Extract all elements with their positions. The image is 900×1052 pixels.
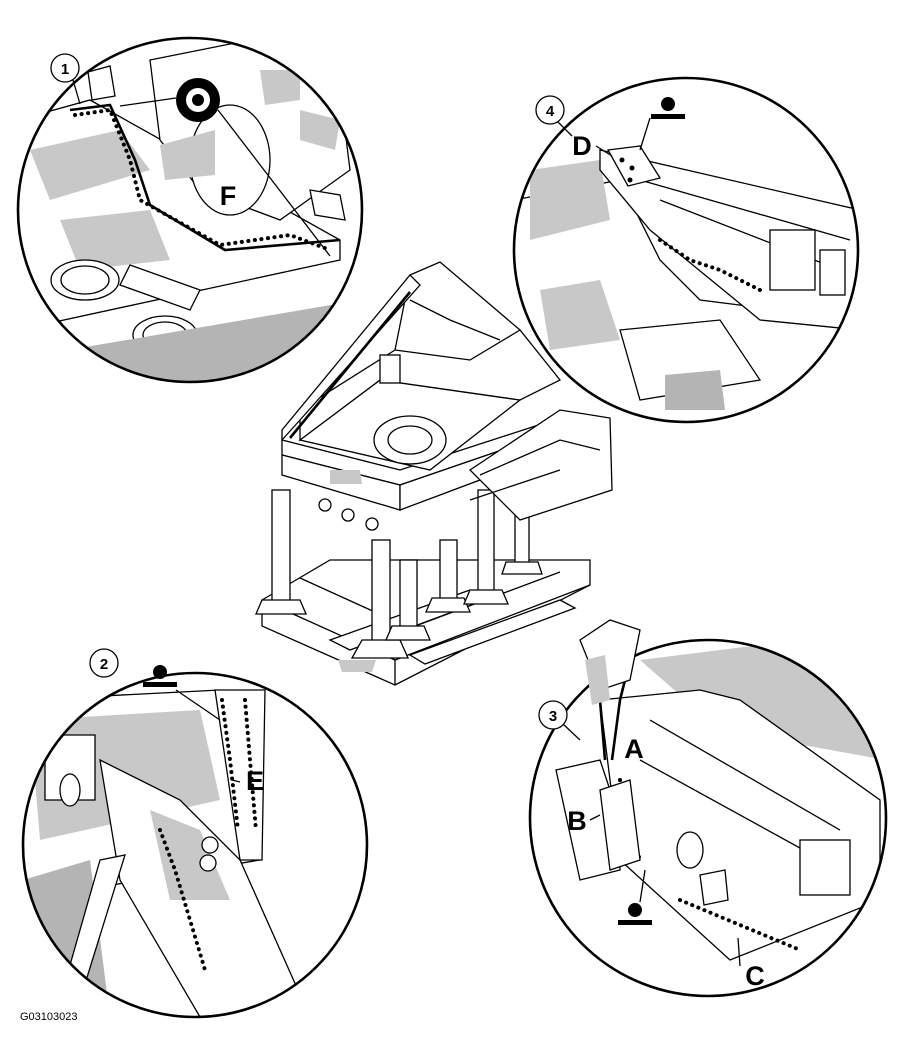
detail-4: 4 D — [512, 76, 860, 424]
detail-2: 2 E — [21, 648, 369, 1019]
detail-1: 1 F — [16, 36, 364, 384]
welding-clamp-icon — [579, 619, 641, 761]
spot-weld-symbol-icon — [618, 903, 652, 925]
detail-3: 3 A B C — [528, 619, 888, 998]
letter-B: B — [567, 806, 587, 836]
support-stands — [255, 489, 543, 672]
figure-id: G03103023 — [20, 1011, 78, 1023]
detail-2-number: 2 — [100, 656, 108, 673]
central-vehicle-assembly — [255, 261, 613, 686]
spot-weld-symbol-icon — [651, 97, 685, 119]
detail-1-number: 1 — [61, 61, 69, 78]
spot-weld-drill-icon — [176, 78, 220, 122]
letter-E: E — [246, 766, 264, 796]
spot-weld-symbol-icon — [143, 665, 177, 687]
letter-F: F — [220, 181, 237, 211]
letter-D: D — [572, 131, 592, 161]
letter-A: A — [624, 734, 644, 764]
detail-4-number: 4 — [546, 103, 555, 120]
letter-C: C — [745, 961, 765, 991]
detail-3-number: 3 — [549, 708, 557, 725]
